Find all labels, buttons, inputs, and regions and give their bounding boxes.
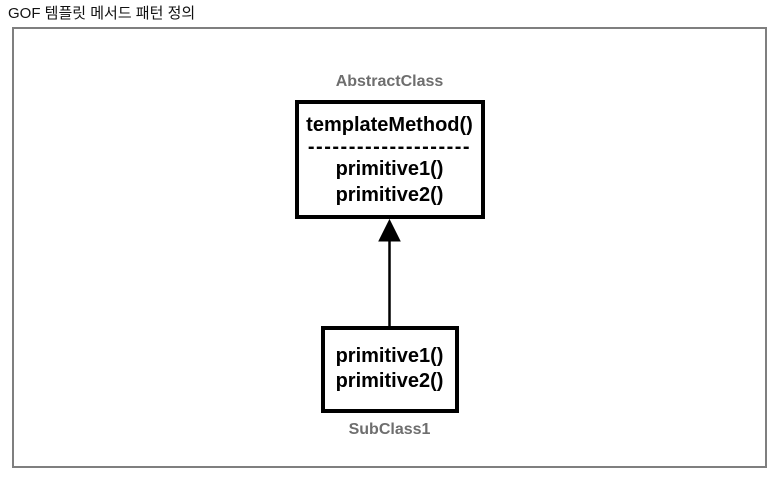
page-title: GOF 템플릿 메서드 패턴 정의 <box>8 5 196 22</box>
subclass-primitive2-text: primitive2() <box>335 370 444 392</box>
abstract-primitive1-text: primitive1() <box>335 158 444 180</box>
template-method-text: templateMethod() <box>306 114 473 136</box>
subclass-label: SubClass1 <box>348 421 431 438</box>
inheritance-arrowhead-icon <box>378 218 401 242</box>
subclass-primitive1-text: primitive1() <box>335 345 444 367</box>
abstract-class-box: templateMethod() -------------------- pr… <box>294 100 485 219</box>
diagram-frame: AbstractClass templateMethod() ---------… <box>12 27 767 468</box>
abstract-class-label: AbstractClass <box>335 73 444 90</box>
method-divider: -------------------- <box>307 138 472 156</box>
subclass-box: primitive1() primitive2() <box>320 326 459 413</box>
abstract-primitive2-text: primitive2() <box>335 184 444 206</box>
